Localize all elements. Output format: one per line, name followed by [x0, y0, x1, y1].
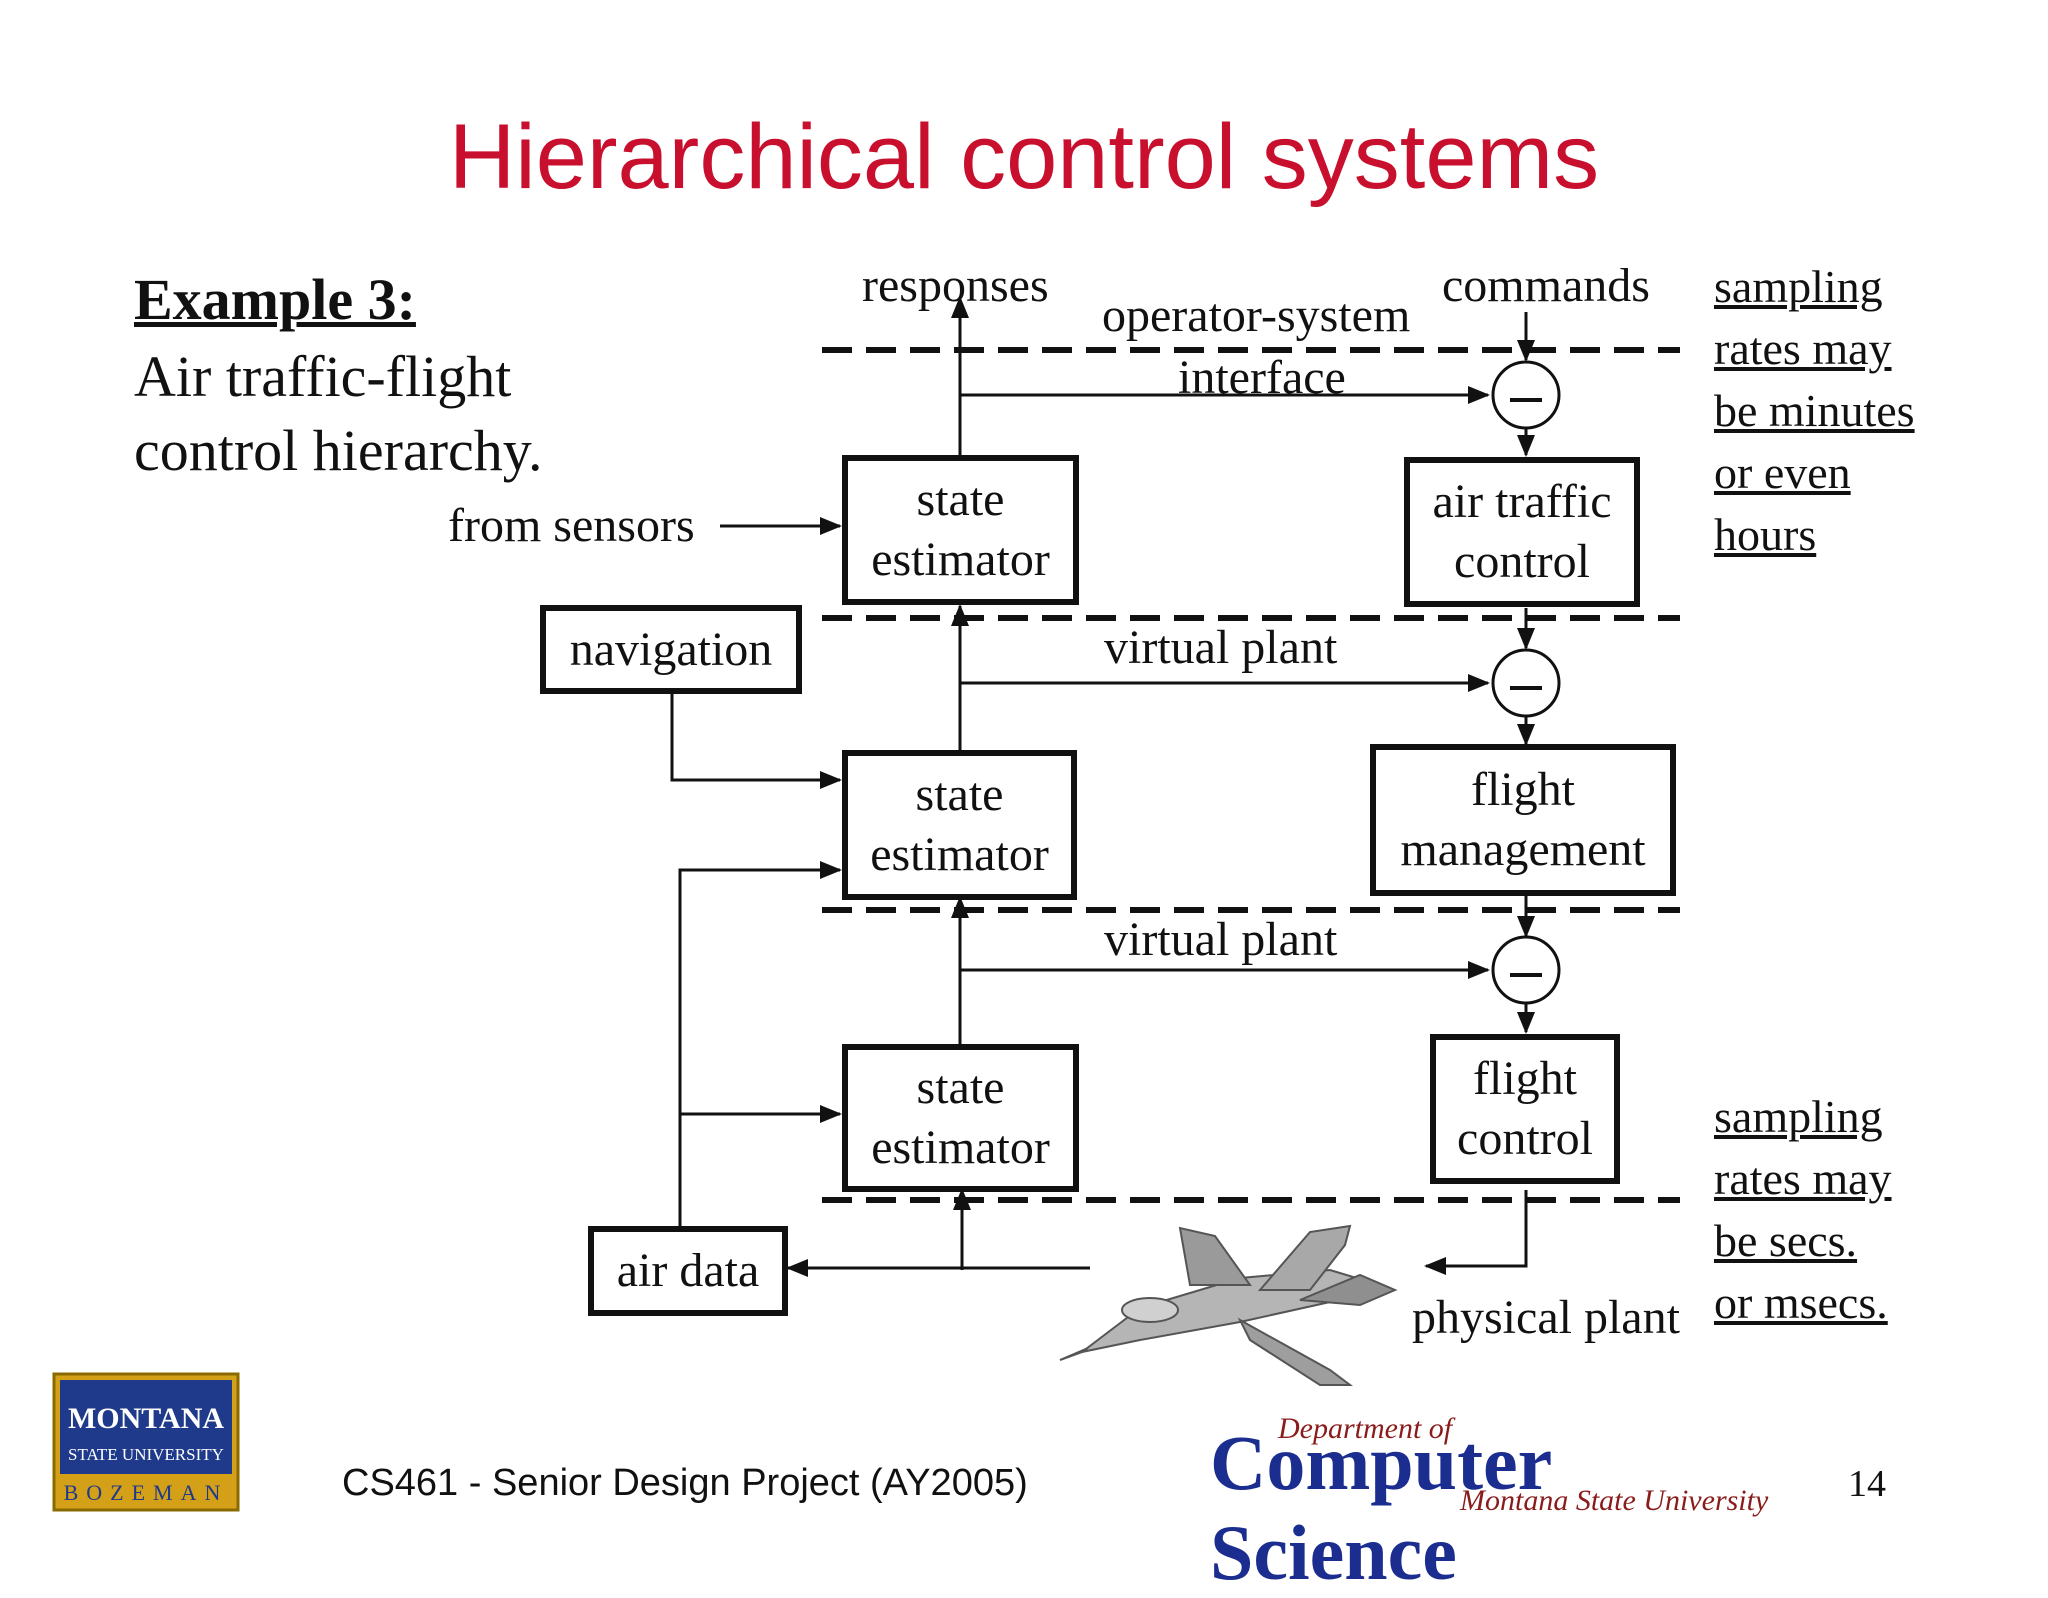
msu-logo-line3: BOZEMAN: [64, 1480, 229, 1505]
virtual-plant-label-1: virtual plant: [1104, 621, 1338, 674]
note-bottom-line: be secs.: [1714, 1215, 1858, 1266]
air-data-box: air data: [588, 1226, 788, 1316]
cs-logo-univ: Montana State University: [1460, 1484, 1769, 1517]
example-line-1: Air traffic-flight: [134, 344, 512, 409]
note-bottom-line: or msecs.: [1714, 1277, 1888, 1328]
operator-system-label: operator-system: [1102, 289, 1411, 342]
slide: Hierarchical control systems Example 3: …: [52, 106, 1915, 1596]
control-hierarchy-diagram: [670, 296, 1680, 1386]
navigation-arrow: [670, 694, 842, 789]
footer-course: CS461 - Senior Design Project (AY2005): [342, 1462, 1028, 1504]
note-top-line: be minutes: [1714, 385, 1915, 436]
note-bottom-line: rates may: [1714, 1153, 1892, 1204]
slide-title: Hierarchical control systems: [448, 106, 1600, 208]
sampling-note-top: sampling rates may be minutes or even ho…: [1714, 256, 1915, 566]
sampling-note-bottom: sampling rates may be secs. or msecs.: [1714, 1086, 1892, 1334]
summing-junction-3: [1491, 935, 1561, 1005]
air-traffic-control-box: air traffic control: [1404, 457, 1640, 607]
msu-logo-line1: MONTANA: [68, 1402, 224, 1435]
navigation-box: navigation: [540, 605, 802, 694]
msu-logo: MONTANA STATE UNIVERSITY BOZEMAN: [52, 1372, 240, 1512]
note-top-line: hours: [1714, 509, 1817, 560]
state-estimator-box-1: state estimator: [842, 455, 1079, 605]
summing-junction-1: [1491, 360, 1561, 430]
commands-label: commands: [1442, 259, 1650, 312]
note-bottom-line: sampling: [1714, 1091, 1883, 1142]
summing-junction-2: [1491, 648, 1561, 718]
cs-department-logo: Department of Computer Science Montana S…: [1210, 1410, 1790, 1596]
page-number: 14: [1848, 1463, 1886, 1505]
msu-logo-line2: STATE UNIVERSITY: [68, 1445, 224, 1464]
flight-management-box: flight management: [1370, 744, 1676, 896]
from-sensors-label: from sensors: [448, 499, 695, 552]
note-top-line: rates may: [1714, 323, 1892, 374]
fc-to-plant-arrow: [1424, 1190, 1528, 1275]
interface-label: interface: [1178, 351, 1346, 404]
state-estimator-box-3: state estimator: [842, 1044, 1079, 1192]
jet-icon: [1059, 1224, 1398, 1386]
virtual-plant-label-2: virtual plant: [1104, 913, 1338, 966]
responses-label: responses: [862, 259, 1049, 312]
physical-plant-label: physical plant: [1412, 1291, 1680, 1344]
state-estimator-box-2: state estimator: [842, 750, 1077, 900]
cs-logo-dept: Department of: [1278, 1412, 1453, 1445]
airdata-to-se2-arrow: [678, 861, 842, 1230]
note-top-line: or even: [1714, 447, 1851, 498]
note-top-line: sampling: [1714, 261, 1883, 312]
example-heading: Example 3:: [134, 267, 416, 332]
flight-control-box: flight control: [1430, 1034, 1620, 1184]
example-line-2: control hierarchy.: [134, 418, 543, 483]
